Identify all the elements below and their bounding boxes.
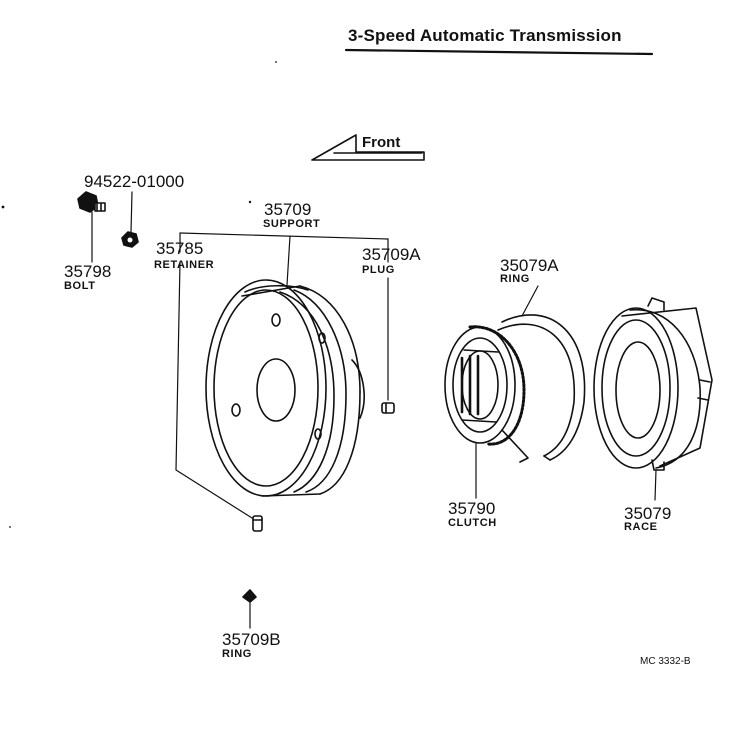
part-number-35079: 35079 (624, 504, 672, 523)
part-number-94522-01000: 94522-01000 (84, 172, 185, 191)
nut-94522-drawing (121, 191, 139, 248)
part-name-support: SUPPORT (263, 218, 321, 230)
part-number-35785: 35785 (156, 239, 204, 258)
part-name-retainer: RETAINER (154, 259, 215, 271)
plug-35709a-drawing (381, 402, 395, 414)
part-number-35798: 35798 (64, 262, 112, 281)
retainer-35785-drawing (252, 515, 263, 532)
part-name-ring-35079a: RING (500, 273, 530, 285)
front-arrow (311, 134, 425, 161)
part-name-ring-35709b: RING (222, 648, 252, 660)
part-name-race: RACE (624, 521, 658, 533)
part-name-clutch: CLUTCH (448, 517, 497, 529)
scan-marks (1, 61, 277, 528)
leader-lines-support (175, 232, 389, 519)
bolt-35798-drawing (77, 191, 106, 263)
clutch-35790-drawing (444, 325, 526, 499)
ring-35709b-drawing (242, 589, 257, 629)
title-underline (344, 48, 654, 56)
race-35079-drawing (593, 297, 713, 501)
part-number-35709a: 35709A (362, 245, 421, 264)
reference-code: MC 3332-B (640, 656, 691, 667)
part-name-bolt: BOLT (64, 280, 96, 292)
part-number-35709b: 35709B (222, 630, 281, 649)
front-label: Front (362, 134, 401, 151)
part-number-35790: 35790 (448, 499, 496, 518)
part-name-plug: PLUG (362, 264, 395, 276)
part-number-35079a: 35079A (500, 256, 559, 275)
support-35709-drawing (205, 279, 365, 497)
diagram-title: 3-Speed Automatic Transmission (348, 26, 622, 45)
ring-35079a-drawing (497, 285, 586, 463)
part-number-35709: 35709 (264, 200, 312, 219)
